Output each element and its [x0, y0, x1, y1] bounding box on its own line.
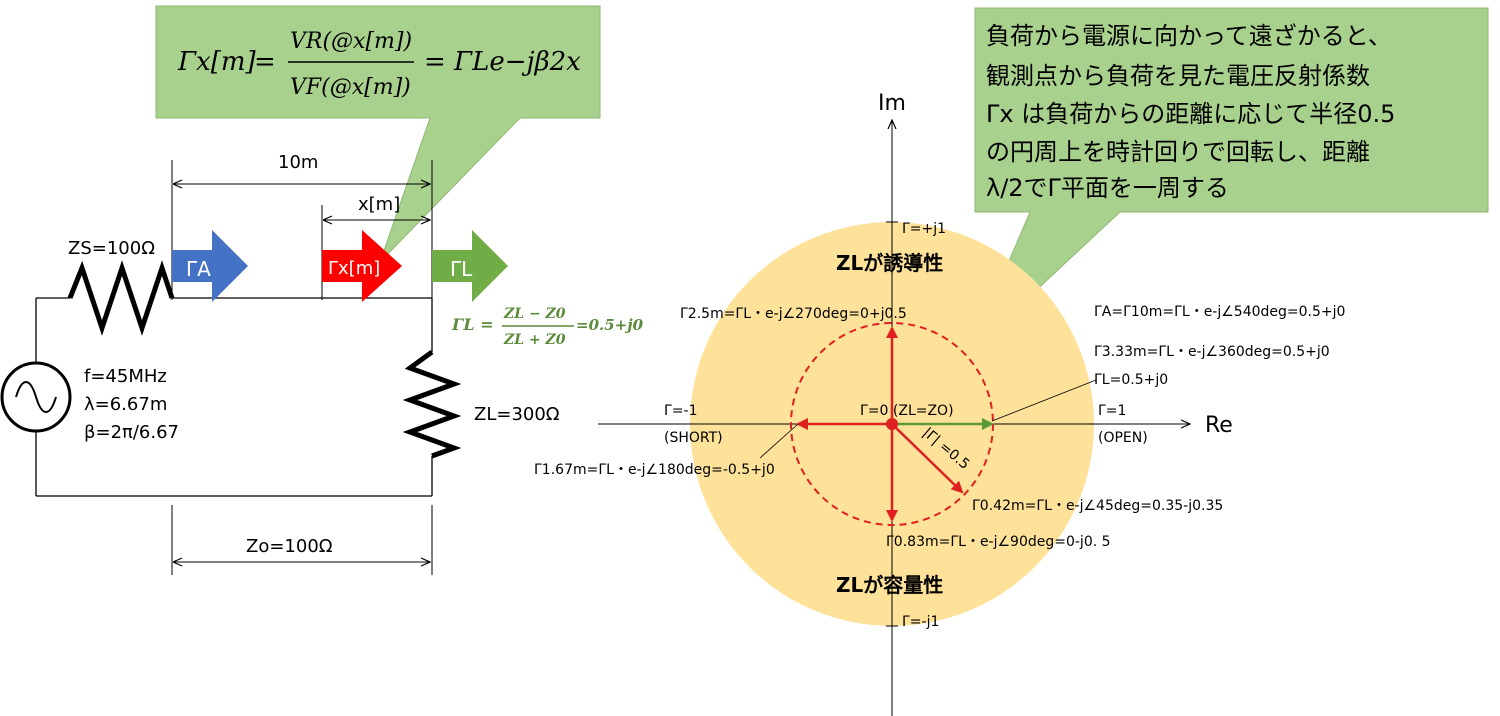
gamma-a-arrow: [172, 230, 248, 302]
dim-x-label: x[m]: [358, 194, 400, 215]
formula-equals-1: =: [254, 47, 276, 77]
formula-denominator: VF(@x[m]): [290, 75, 411, 100]
axis-im-label: Im: [878, 91, 906, 116]
short-label: (SHORT): [664, 430, 723, 446]
zs-label: ZS=100Ω: [68, 238, 155, 259]
gl-formula-den: ZL + Z0: [503, 332, 566, 348]
point-0-83m: Γ0.83m=ΓL・e-j∠90deg=0-j0. 5: [886, 534, 1111, 550]
zl-label: ZL=300Ω: [474, 404, 560, 425]
explanation-callout: 負荷から電源に向かって遠ざかると、 観測点から負荷を見た電圧反射係数 Γx は負…: [969, 7, 1489, 353]
point-3-33m: Γ3.33m=ΓL・e-j∠360deg=0.5+j0: [1094, 344, 1330, 360]
tick-plus-j1: Γ=+j1: [902, 221, 946, 237]
axis-re-label: Re: [1205, 413, 1233, 438]
source-freq: f=45MHz: [84, 366, 167, 387]
gamma-x-text: Γx[m]: [328, 258, 380, 279]
zs-resistor: [67, 260, 175, 336]
tick-minus-j1: Γ=-j1: [902, 614, 939, 630]
gamma-plane: [598, 120, 1190, 716]
circuit: [0, 160, 462, 575]
formula-lhs: Γx[m]: [177, 47, 257, 77]
capacitive-label: ZLが容量性: [836, 573, 943, 597]
zl-resistor: [402, 349, 462, 459]
source-lambda: λ=6.67m: [84, 394, 167, 415]
point-10m: ΓA=Γ10m=ΓL・e-j∠540deg=0.5+j0: [1094, 304, 1345, 320]
tick-plus-1: Γ=1: [1098, 403, 1126, 419]
callout-line-5: λ/2でΓ平面を一周する: [986, 174, 1229, 202]
point-gl: ΓL=0.5+j0: [1094, 372, 1168, 388]
gamma-l-arrow: [432, 230, 508, 302]
point-2-5m: Γ2.5m=ΓL・e-j∠270deg=0+j0.5: [680, 306, 907, 322]
gl-formula-lhs: ΓL =: [451, 315, 494, 334]
callout-line-3: Γx は負荷からの距離に応じて半径0.5: [986, 100, 1395, 128]
gamma-l-text: ΓL: [450, 257, 473, 281]
tick-minus-1: Γ=-1: [664, 403, 698, 419]
formula-callout: Γx[m] = VR(@x[m]) VF(@x[m]) = ΓLe−jβ2x: [155, 5, 601, 263]
formula-rhs: = ΓLe−jβ2x: [424, 47, 581, 77]
gl-formula-val: =0.5+j0: [576, 316, 644, 334]
center-label: Γ=0 (ZL=ZO): [860, 403, 954, 419]
callout-line-4: の円周上を時計回りで回転し、距離: [986, 138, 1370, 166]
ac-source-icon: [0, 361, 72, 433]
open-label: (OPEN): [1098, 430, 1148, 446]
gamma-a-text: ΓA: [186, 257, 211, 281]
origin-dot: [886, 418, 898, 430]
point-1-67m: Γ1.67m=ΓL・e-j∠180deg=-0.5+j0: [534, 462, 775, 478]
source-beta: β=2π/6.67: [84, 422, 179, 443]
callout-line-2: 観測点から負荷を見た電圧反射係数: [986, 62, 1370, 90]
formula-numerator: VR(@x[m]): [290, 29, 412, 54]
gamma-x-arrow: [322, 230, 402, 302]
callout-line-1: 負荷から電源に向かって遠ざかると、: [986, 22, 1392, 50]
inductive-label: ZLが誘導性: [836, 251, 943, 275]
zo-label: Zo=100Ω: [246, 536, 333, 557]
dim-total-label: 10m: [278, 152, 318, 173]
gl-formula-num: ZL − Z0: [503, 306, 566, 322]
point-0-42m: Γ0.42m=ΓL・e-j∠45deg=0.35-j0.35: [972, 498, 1223, 514]
